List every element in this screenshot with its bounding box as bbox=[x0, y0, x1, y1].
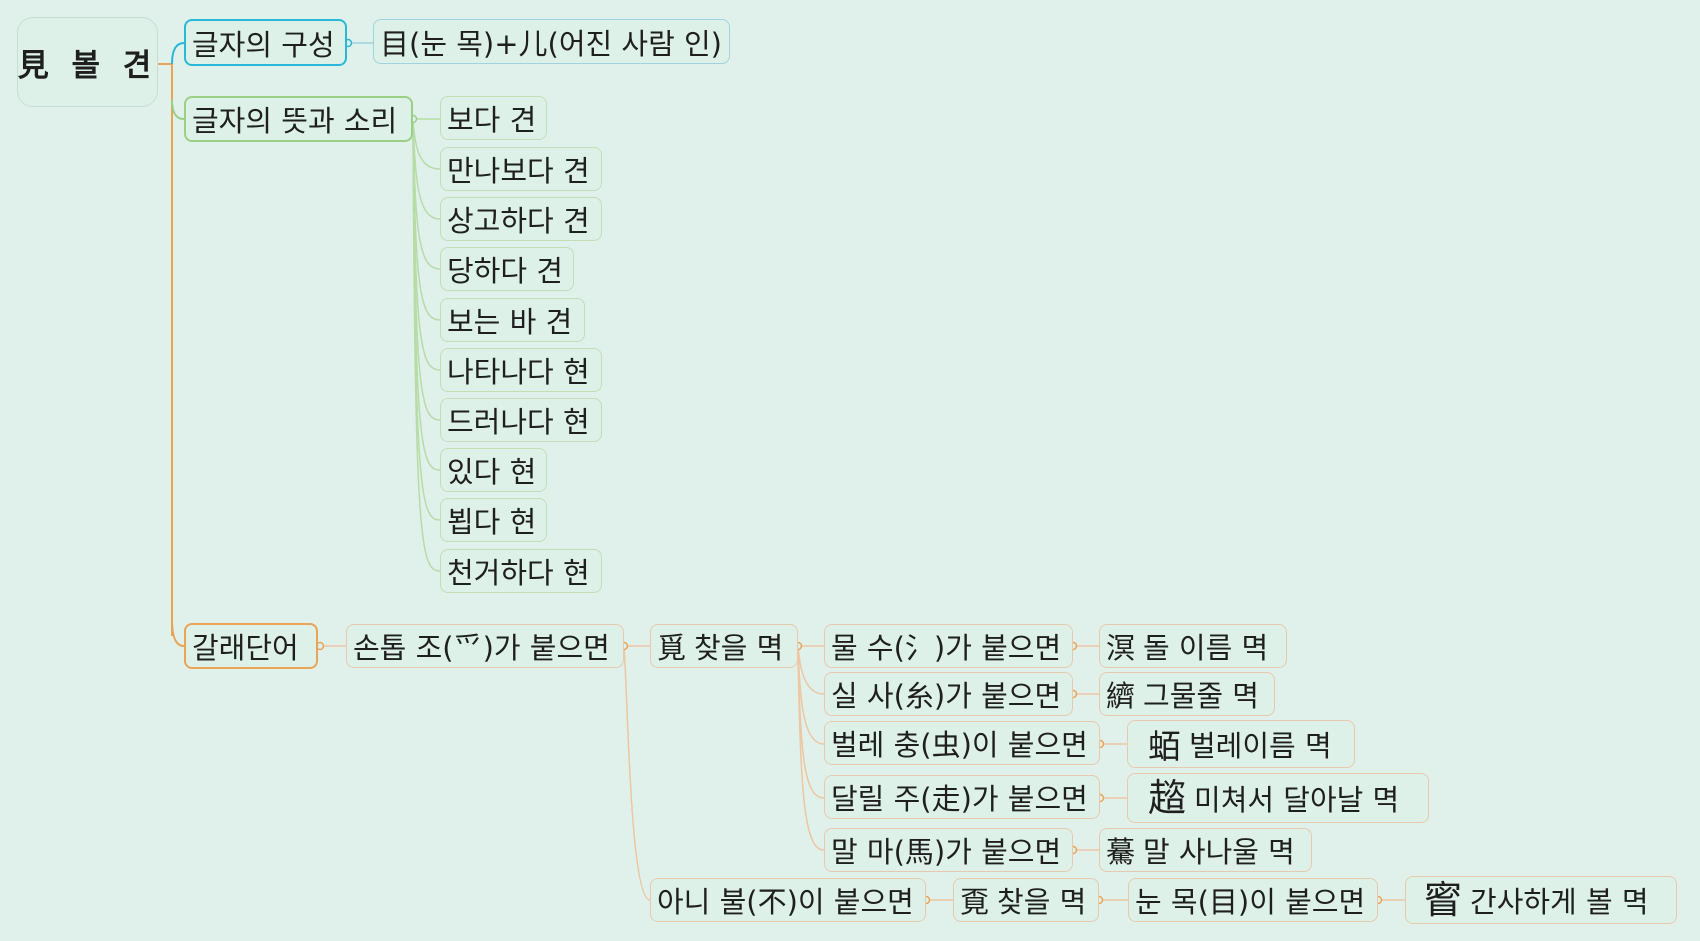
mek-water-hanja: 溟 bbox=[1106, 631, 1136, 665]
meaning-item[interactable]: 당하다 견 bbox=[440, 247, 574, 291]
eye-radical-node[interactable]: 눈 목(目)이 붙으면 bbox=[1128, 878, 1378, 922]
composition-node[interactable]: 글자의 구성 bbox=[184, 19, 347, 66]
mek-hanja: 覓 bbox=[657, 631, 687, 665]
silk-radical-node[interactable]: 실 사(糸)가 붙으면 bbox=[824, 672, 1073, 716]
mek-node[interactable]: 覓 찾을 멱 bbox=[650, 624, 798, 668]
run-radical-node[interactable]: 달릴 주(走)가 붙으면 bbox=[824, 775, 1100, 819]
composition-formula-node[interactable]: 目(눈 목)+儿(어진 사람 인) bbox=[373, 19, 730, 64]
water-radical-node[interactable]: 물 수(氵)가 붙으면 bbox=[824, 624, 1073, 668]
mek-variant-text: 찾을 멱 bbox=[997, 885, 1087, 919]
mek-insect-text: 벌레이름 멱 bbox=[1189, 729, 1332, 763]
meaning-item[interactable]: 나타나다 현 bbox=[440, 348, 602, 392]
mek-silk-hanja: 纃 bbox=[1106, 679, 1136, 713]
meanings-node[interactable]: 글자의 뜻과 소리 bbox=[184, 96, 413, 142]
mek-variant-node[interactable]: 覔 찾을 멱 bbox=[953, 878, 1099, 922]
derived-node[interactable]: 갈래단어 bbox=[184, 623, 318, 669]
meaning-item[interactable]: 보는 바 견 bbox=[440, 298, 585, 342]
meaning-item[interactable]: 만나보다 견 bbox=[440, 147, 602, 191]
mek-eye-hanja: 䁇 bbox=[1424, 878, 1463, 922]
mek-water-node[interactable]: 溟 돌 이름 멱 bbox=[1099, 624, 1287, 668]
mek-horse-hanja: 驀 bbox=[1106, 835, 1136, 869]
meaning-item[interactable]: 보다 견 bbox=[440, 96, 547, 140]
claw-radical-node[interactable]: 손톱 조(爫)가 붙으면 bbox=[346, 624, 624, 668]
mek-insect-node[interactable]: 蛨 벌레이름 멱 bbox=[1127, 720, 1355, 768]
mek-variant-hanja: 覔 bbox=[960, 885, 990, 919]
mek-horse-node[interactable]: 驀 말 사나울 멱 bbox=[1099, 828, 1312, 872]
mek-text: 찾을 멱 bbox=[694, 631, 784, 665]
mek-run-hanja: 趦 bbox=[1148, 776, 1187, 820]
mek-silk-node[interactable]: 纃 그물줄 멱 bbox=[1099, 672, 1275, 716]
mek-eye-node[interactable]: 䁇 간사하게 볼 멱 bbox=[1405, 876, 1677, 924]
meaning-item[interactable]: 드러나다 현 bbox=[440, 398, 602, 442]
mek-run-text: 미쳐서 달아날 멱 bbox=[1194, 783, 1400, 817]
mek-silk-text: 그물줄 멱 bbox=[1143, 679, 1259, 713]
meaning-item[interactable]: 천거하다 현 bbox=[440, 549, 602, 593]
mek-water-text: 돌 이름 멱 bbox=[1143, 631, 1269, 665]
mek-eye-text: 간사하게 볼 멱 bbox=[1470, 885, 1649, 919]
mek-insect-hanja: 蛨 bbox=[1148, 727, 1181, 766]
meaning-item[interactable]: 상고하다 견 bbox=[440, 197, 602, 241]
insect-radical-node[interactable]: 벌레 충(虫)이 붙으면 bbox=[824, 721, 1100, 765]
mek-horse-text: 말 사나울 멱 bbox=[1143, 835, 1295, 869]
not-radical-node[interactable]: 아니 불(不)이 붙으면 bbox=[650, 878, 926, 922]
mek-run-node[interactable]: 趦 미쳐서 달아날 멱 bbox=[1127, 773, 1429, 823]
horse-radical-node[interactable]: 말 마(馬)가 붙으면 bbox=[824, 828, 1073, 872]
meaning-item[interactable]: 있다 현 bbox=[440, 448, 547, 492]
meaning-item[interactable]: 뵙다 현 bbox=[440, 498, 547, 542]
root-node[interactable]: 見 볼 견 bbox=[17, 17, 158, 107]
